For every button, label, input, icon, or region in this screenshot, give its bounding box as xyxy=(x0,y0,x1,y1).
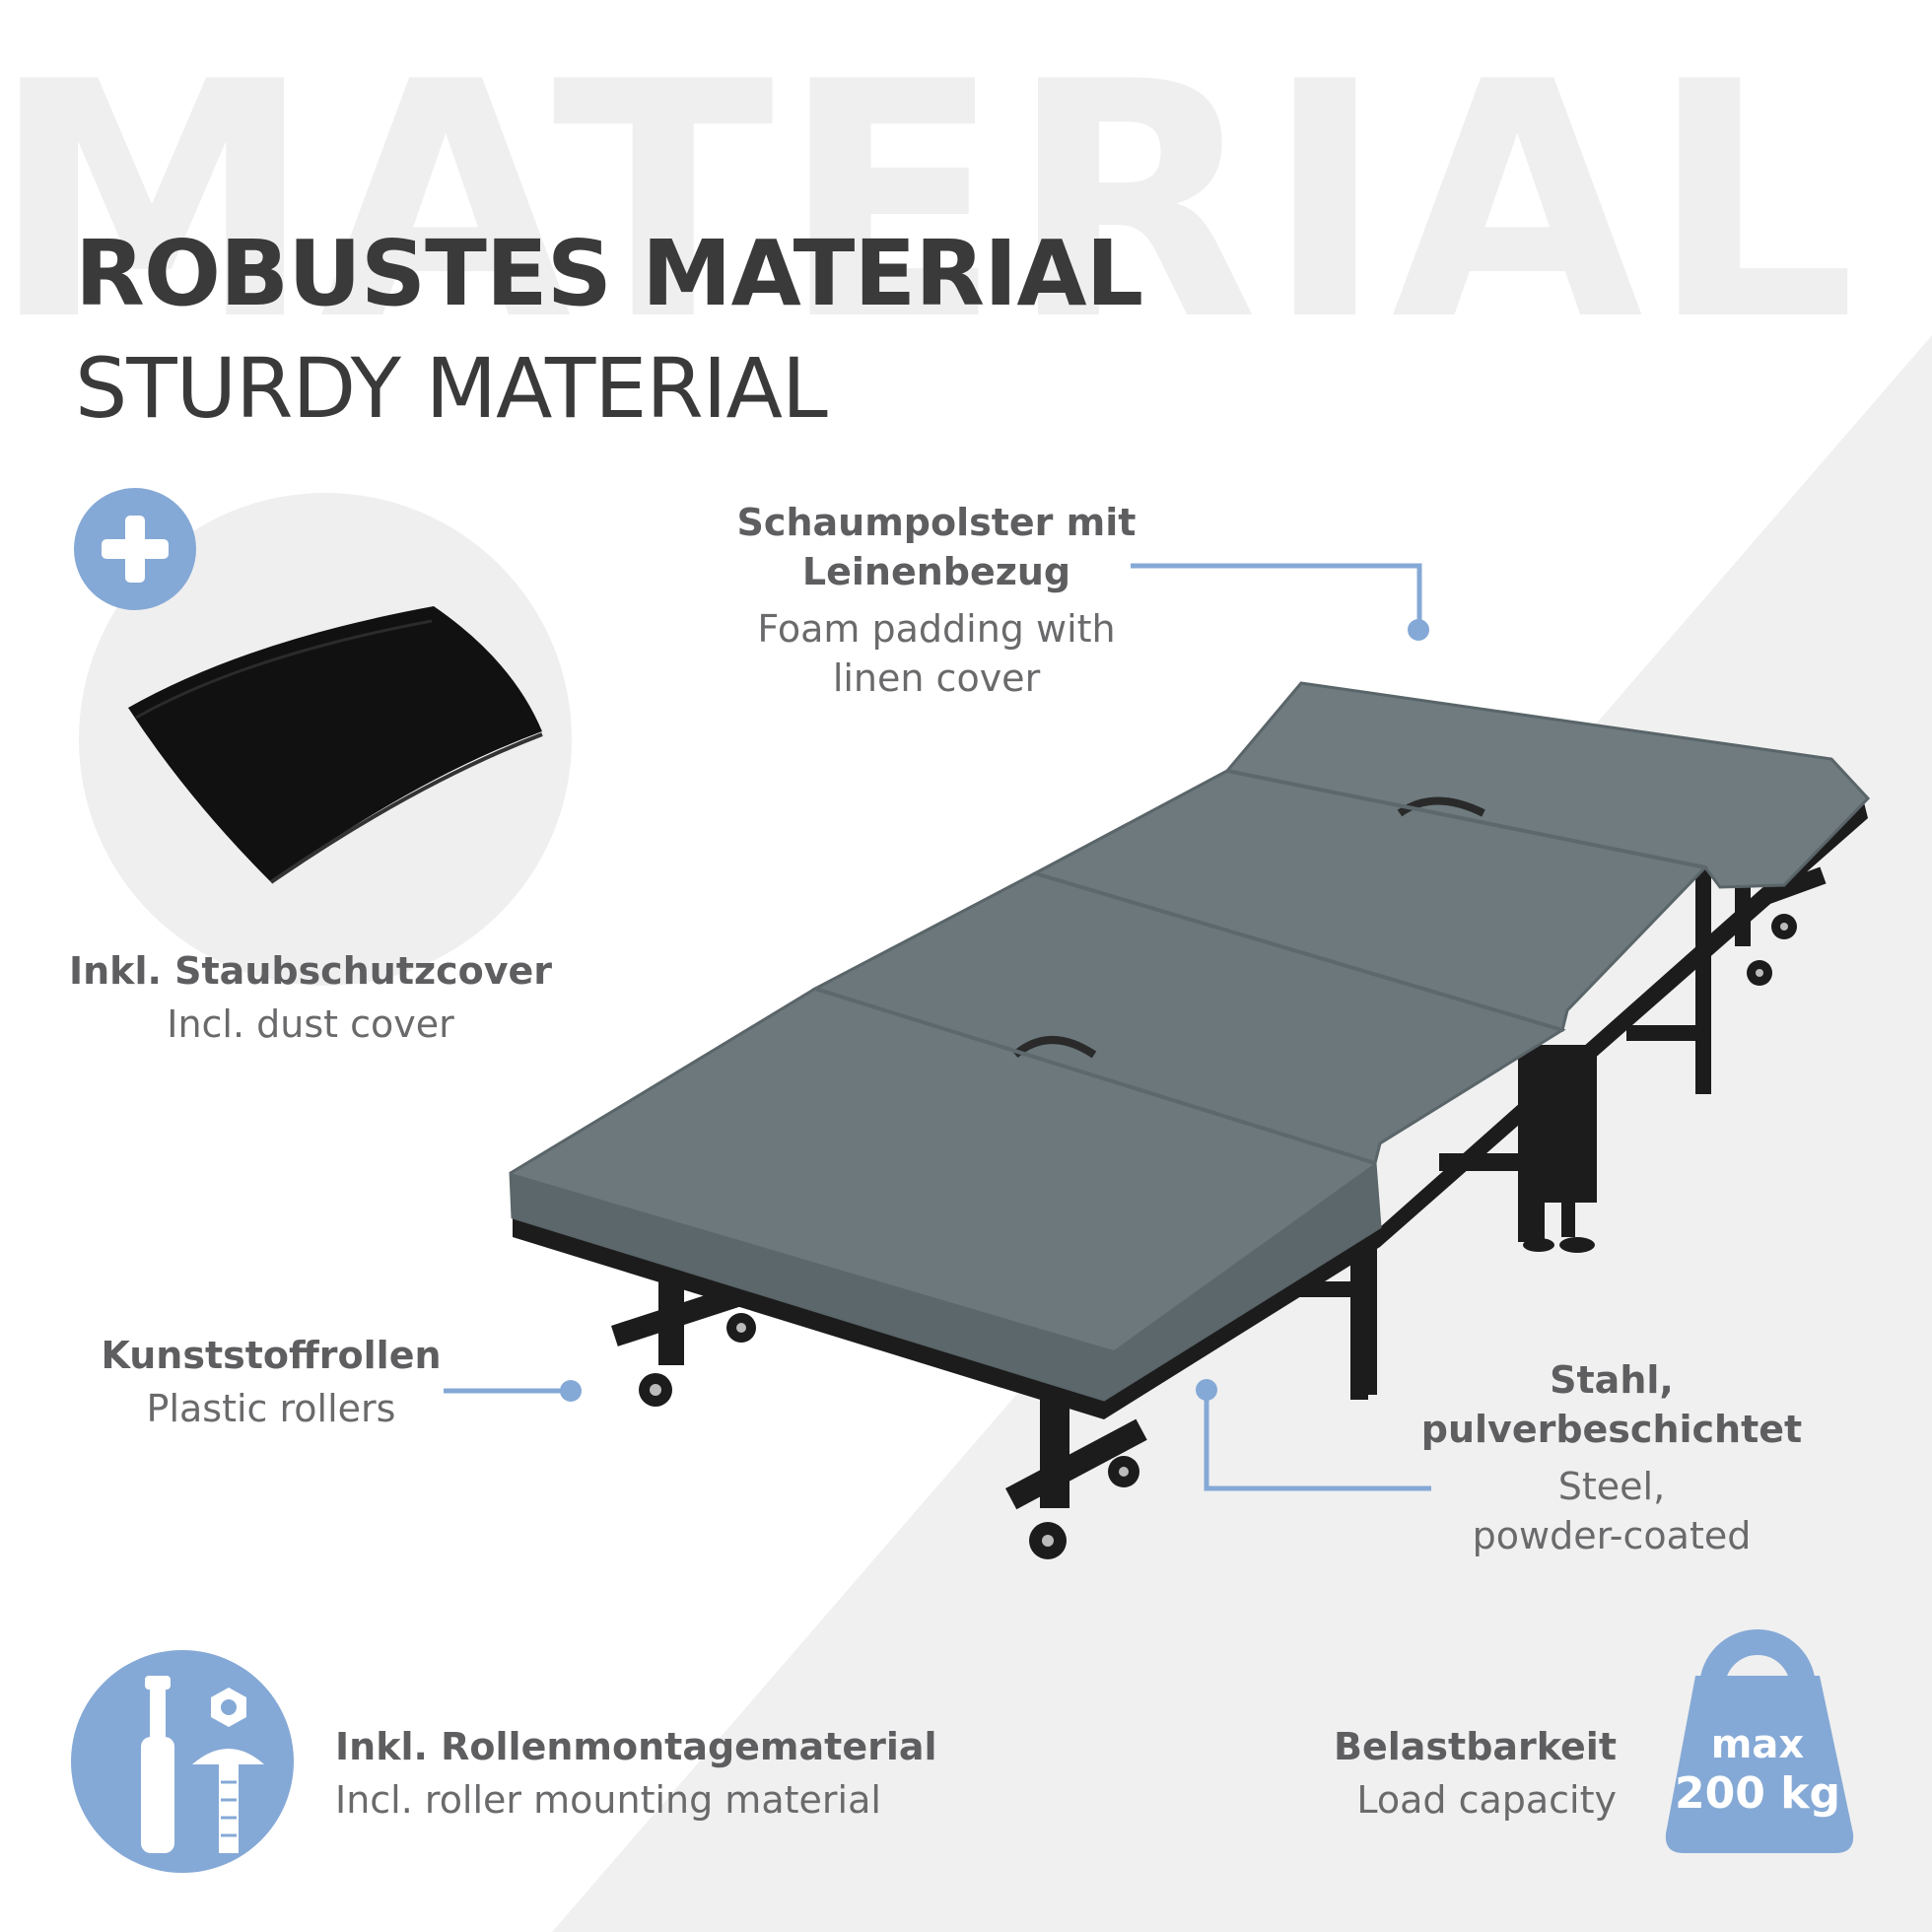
background-watermark: MATERIAL xyxy=(0,13,1863,391)
load-label: Belastbarkeit Load capacity xyxy=(1311,1722,1617,1825)
plus-icon xyxy=(74,488,196,610)
dust-cover-label-en: Incl. dust cover xyxy=(167,1002,454,1046)
page-subtitle: STURDY MATERIAL xyxy=(75,340,828,437)
load-badge-line2: 200 kg xyxy=(1675,1768,1840,1819)
steel-label: Stahl, pulverbeschichtet Steel, powder-c… xyxy=(1419,1355,1804,1560)
roller-wheels xyxy=(639,914,1797,1559)
mounting-label: Inkl. Rollenmontagematerial Incl. roller… xyxy=(335,1722,946,1825)
rollers-label: Kunststoffrollen Plastic rollers xyxy=(89,1331,453,1433)
rollers-label-en: Plastic rollers xyxy=(146,1387,396,1430)
foam-label: Schaumpolster mit Leinenbezug Foam paddi… xyxy=(729,498,1143,703)
foam-label-en-1: Foam padding with xyxy=(757,607,1116,651)
page-title: ROBUSTES MATERIAL xyxy=(75,221,1143,326)
steel-label-de-2: pulverbeschichtet xyxy=(1420,1408,1803,1451)
rollers-label-de: Kunststoffrollen xyxy=(101,1334,442,1377)
mounting-label-en: Incl. roller mounting material xyxy=(335,1778,881,1822)
load-badge-line1: max xyxy=(1710,1722,1805,1767)
mattress-seams xyxy=(814,769,1706,1165)
dust-cover-label-de: Inkl. Staubschutzcover xyxy=(68,949,553,993)
mounting-label-de: Inkl. Rollenmontagematerial xyxy=(335,1725,937,1768)
load-label-en: Load capacity xyxy=(1356,1778,1617,1822)
dust-cover-image xyxy=(128,606,543,884)
foam-label-de-2: Leinenbezug xyxy=(801,550,1071,593)
steel-label-en-2: powder-coated xyxy=(1472,1514,1752,1557)
mattress xyxy=(509,681,1871,1402)
load-badge: max 200 kg xyxy=(1674,1720,1841,1819)
foam-label-de-1: Schaumpolster mit xyxy=(736,501,1137,544)
foam-label-en-2: linen cover xyxy=(832,656,1041,700)
dust-cover-label: Inkl. Staubschutzcover Incl. dust cover xyxy=(59,946,562,1049)
steel-label-en-1: Steel, xyxy=(1557,1465,1666,1508)
steel-label-de-1: Stahl, xyxy=(1550,1358,1674,1402)
load-label-de: Belastbarkeit xyxy=(1334,1725,1617,1768)
